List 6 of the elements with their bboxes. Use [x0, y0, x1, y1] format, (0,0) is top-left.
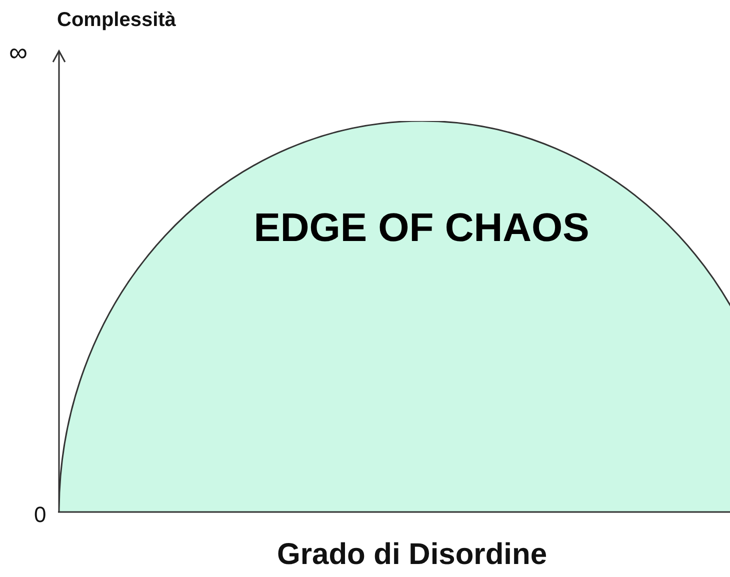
semicircle-region	[59, 121, 730, 512]
axis-max-label: ∞	[9, 38, 28, 67]
region-title: EDGE OF CHAOS	[252, 205, 590, 251]
axis-origin-label: 0	[34, 503, 46, 528]
axis-title: Grado di Disordine	[277, 538, 548, 571]
axis-title: Complessità	[57, 9, 176, 31]
